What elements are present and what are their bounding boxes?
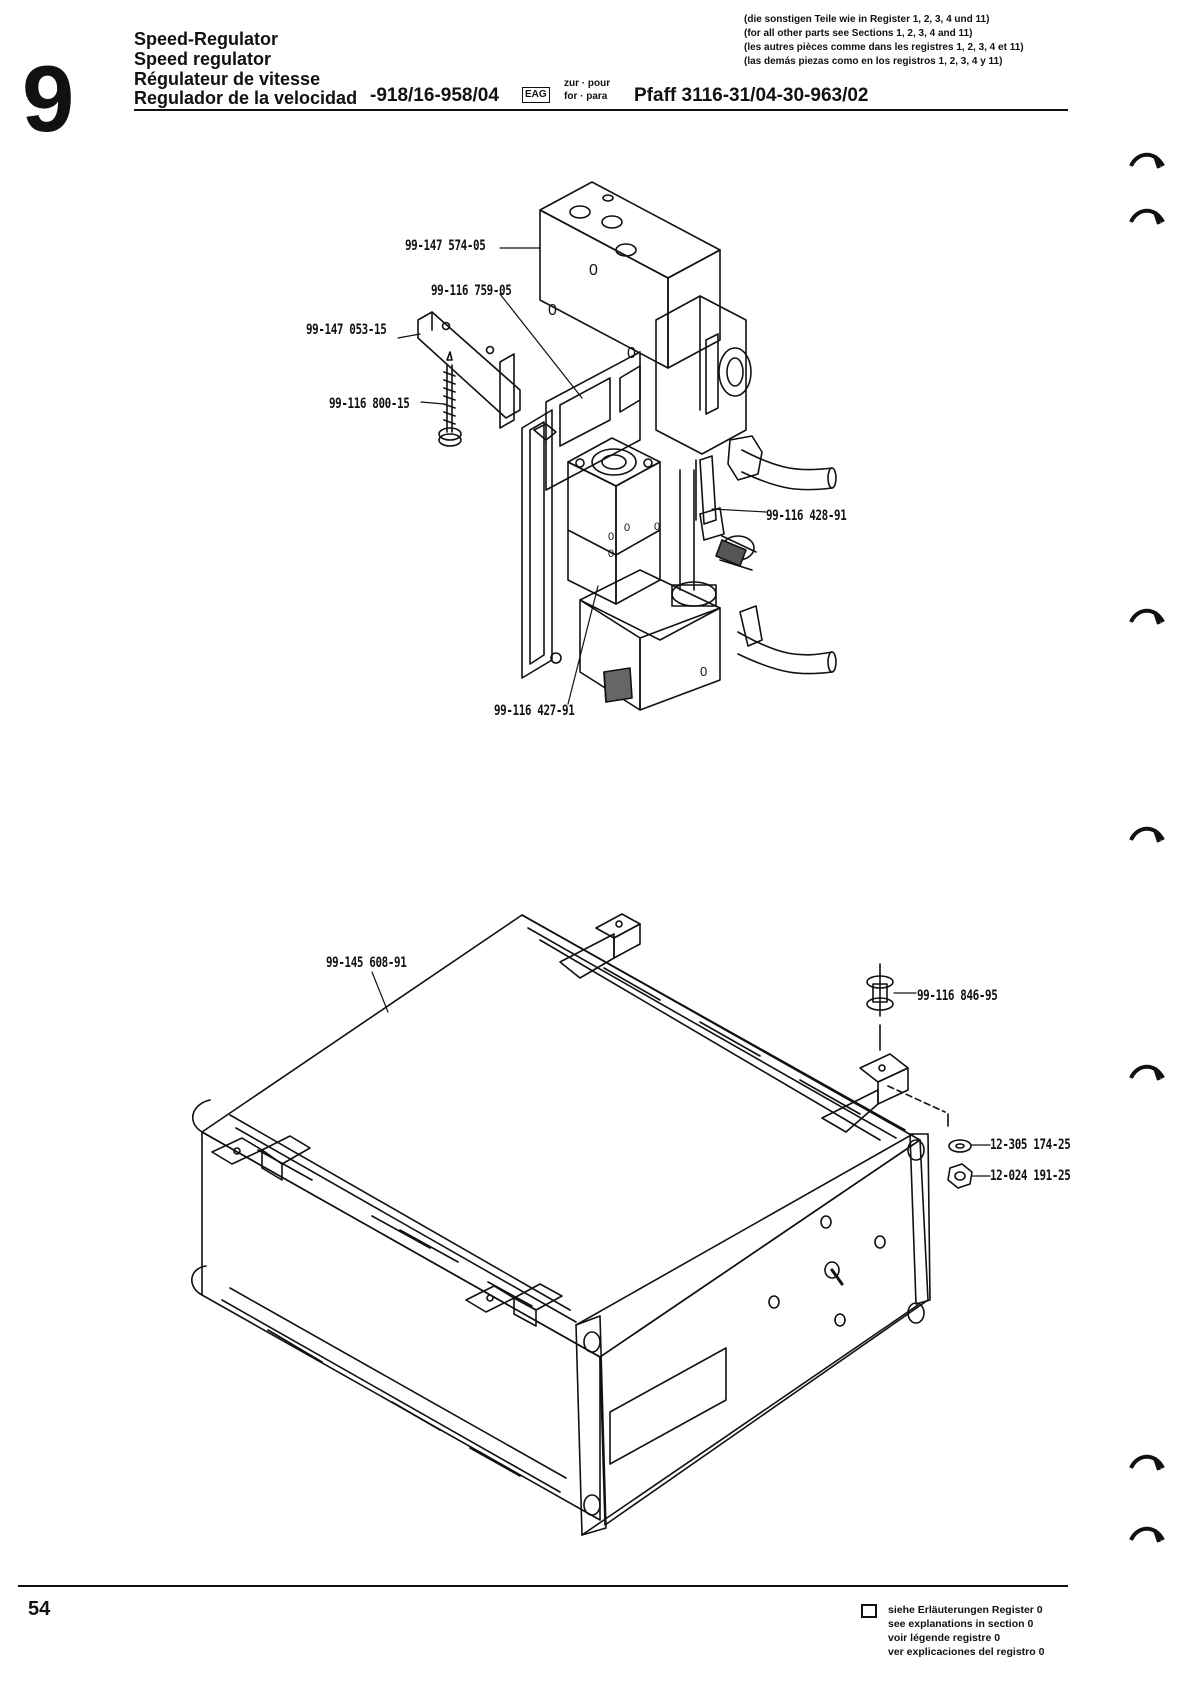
part-label-plate: 99-116 759-05 <box>431 283 512 299</box>
part-label-fitting-lower: 99-116 427-91 <box>494 703 575 719</box>
legend-spanish: ver explicaciones del registro 0 <box>888 1646 1045 1658</box>
part-label-housing: 99-145 608-91 <box>326 955 407 971</box>
binding-mark-icon <box>1129 1454 1165 1471</box>
lower-leader-lines <box>371 971 991 1177</box>
binding-mark-icon <box>1129 1064 1165 1081</box>
part-code: -918/16-958/04 <box>370 85 499 106</box>
svg-text:0: 0 <box>627 345 636 362</box>
part-label-fitting-upper: 99-116 428-91 <box>766 508 847 524</box>
binding-mark-icon <box>1129 208 1165 225</box>
title-german: Speed-Regulator <box>134 29 279 49</box>
note-english: (for all other parts see Sections 1, 2, … <box>744 28 973 39</box>
note-french: (les autres pièces comme dans les regist… <box>744 42 1024 53</box>
part-label-nut: 12-024 191-25 <box>990 1168 1071 1184</box>
title-english: Speed regulator <box>134 49 272 69</box>
lower-assembly-drawing <box>191 913 973 1536</box>
binding-mark-icon <box>1129 608 1165 625</box>
part-label-valve-block: 99-147 574-05 <box>405 238 486 254</box>
title-spanish: Regulador de la velocidad <box>134 88 358 108</box>
page-number: 54 <box>28 1598 51 1620</box>
part-label-washer: 12-305 174-25 <box>990 1137 1071 1153</box>
legend-english: see explanations in section 0 <box>888 1618 1034 1630</box>
machine-model: Pfaff 3116-31/04-30-963/02 <box>634 85 869 106</box>
upper-leader-lines <box>397 247 767 705</box>
svg-text:0: 0 <box>700 664 707 679</box>
svg-text:0: 0 <box>608 531 614 543</box>
legend-german: siehe Erläuterungen Register 0 <box>888 1604 1043 1616</box>
svg-text:0: 0 <box>654 521 660 533</box>
binding-mark-icon <box>1129 152 1165 169</box>
eag-badge: EAG <box>522 87 550 103</box>
upper-assembly-drawing: 0 0 0 0 0 0 0 <box>417 181 837 711</box>
legend-box-icon <box>861 1604 877 1618</box>
header-divider <box>134 109 1068 111</box>
note-spanish: (las demás piezas como en los registros … <box>744 56 1003 67</box>
legend-french: voir légende registre 0 <box>888 1632 1001 1644</box>
svg-text:0: 0 <box>608 548 614 560</box>
footer-divider <box>18 1585 1068 1587</box>
svg-text:0: 0 <box>589 262 598 279</box>
for-para-label: for · para <box>564 91 608 102</box>
title-french: Régulateur de vitesse <box>134 69 321 89</box>
note-german: (die sonstigen Teile wie in Register 1, … <box>744 14 990 25</box>
section-number: 9 <box>22 46 75 151</box>
binding-mark-icon <box>1129 826 1165 843</box>
part-label-screw: 99-116 800-15 <box>329 396 410 412</box>
svg-text:0: 0 <box>548 302 557 319</box>
part-label-rubber-mount: 99-116 846-95 <box>917 988 998 1004</box>
part-label-bracket: 99-147 053-15 <box>306 322 387 338</box>
binding-mark-icon <box>1129 1526 1165 1543</box>
zur-pour-label: zur · pour <box>564 78 611 89</box>
svg-text:0: 0 <box>624 522 630 534</box>
